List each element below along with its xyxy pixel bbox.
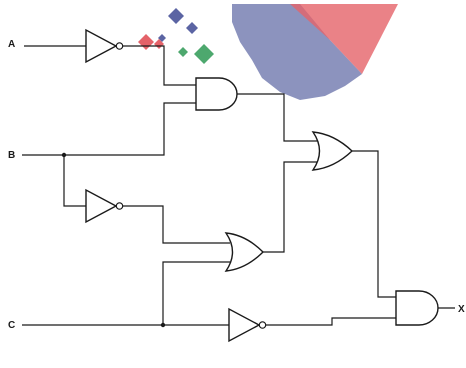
junction-b <box>61 152 67 158</box>
not-gate-a <box>85 28 124 64</box>
not-gate-a-body <box>85 28 118 64</box>
watermark-red-shape <box>290 4 398 74</box>
wire-or1-and2 <box>352 150 398 298</box>
input-label-b: B <box>8 150 15 161</box>
watermark-diamond-navy-2 <box>186 22 198 34</box>
wire-b-not2 <box>63 155 86 207</box>
not-gate-a-bubble <box>115 42 124 50</box>
not-gate-b-body <box>85 188 118 224</box>
wire-not3-and2 <box>266 317 398 326</box>
wires <box>22 45 455 326</box>
wire-b-main <box>22 102 196 156</box>
watermark-logo <box>138 4 398 100</box>
not-gate-c-body <box>228 307 261 343</box>
watermark-diamond-green-2 <box>178 47 188 57</box>
or-gate-2 <box>224 232 264 272</box>
input-label-a: A <box>8 39 15 50</box>
input-label-c: C <box>8 320 15 331</box>
not-gate-c <box>228 307 267 343</box>
wire-and1-or1 <box>237 93 318 142</box>
junction-c <box>160 322 166 328</box>
wire-not1-and1 <box>123 45 196 86</box>
watermark-navy-shape <box>232 4 362 100</box>
wire-not2-or2 <box>123 205 230 244</box>
watermark-diamond-green <box>194 44 214 64</box>
wire-or2-or1 <box>263 161 318 253</box>
watermark-diamond-navy <box>168 8 184 24</box>
and-gate-1 <box>195 77 238 111</box>
not-gate-b-bubble <box>115 202 124 210</box>
not-gate-c-bubble <box>258 321 267 329</box>
watermark-diamond-red <box>138 34 154 50</box>
not-gate-b <box>85 188 124 224</box>
output-label-x: X <box>458 304 465 315</box>
or-gate-1 <box>311 131 354 171</box>
and-gate-2 <box>395 290 439 326</box>
wire-c-or2 <box>162 261 230 325</box>
